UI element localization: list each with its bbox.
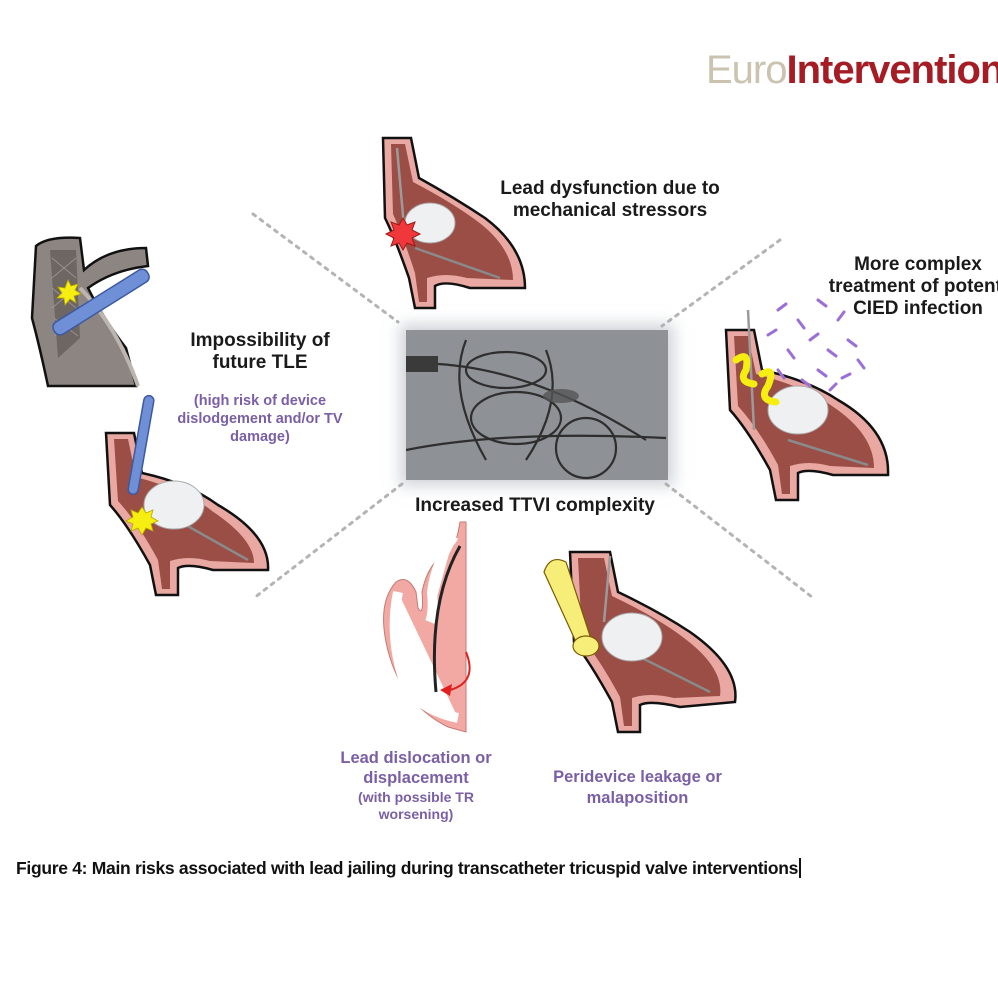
figure-caption: Figure 4: Main risks associated with lea… [16, 858, 801, 879]
label-line: Peridevice leakage or [553, 768, 722, 786]
spark-yellow-icon [125, 506, 159, 536]
bacteria-icon [766, 298, 866, 392]
logo-euro: Euro [706, 48, 787, 92]
connector-top-right [660, 238, 782, 328]
heart-illustration-right [724, 298, 890, 502]
connector-bottom-left [252, 482, 404, 600]
sublabel-line: (high risk of device [193, 393, 327, 409]
pacing-lead-icon [432, 545, 462, 693]
extraction-tool-icon [52, 268, 150, 336]
label-line: Impossibility of [190, 330, 330, 351]
risk-label-lead-dysfunction: Lead dysfunction due to mechanical stres… [485, 178, 735, 222]
valve-device-icon [601, 612, 663, 662]
risk-sublabel-tle: (high risk of device dislodgement and/or… [160, 392, 360, 446]
text-cursor [799, 858, 801, 878]
risk-label-cied-infection: More complex treatment of potenti CIED i… [818, 254, 998, 320]
sublabel-line: (with possible TR [358, 789, 474, 805]
risk-sublabel-lead-dislocation: (with possible TR worsening) [326, 789, 506, 823]
extraction-tool-icon [127, 394, 155, 496]
label-line: mechanical stressors [512, 200, 708, 221]
label-line: More complex [854, 254, 982, 275]
displacement-arrow-icon [449, 651, 471, 691]
sublabel-line: damage) [230, 429, 290, 445]
label-line: displacement [363, 769, 469, 787]
risk-label-tle: Impossibility of future TLE [165, 330, 355, 374]
label-line: treatment of potenti [828, 276, 998, 297]
risk-label-peridevice-leakage: Peridevice leakage or malaposition [540, 767, 735, 809]
sublabel-line: worsening) [378, 806, 454, 822]
extraction-illustration [30, 236, 150, 388]
center-label: Increased TTVI complexity [415, 495, 655, 516]
connector-bottom-right [664, 482, 814, 599]
eurointervention-logo: EuroIntervention [706, 48, 998, 93]
label-line: malaposition [586, 789, 689, 807]
risk-label-lead-dislocation: Lead dislocation or displacement [326, 748, 506, 788]
connector-top-left [251, 212, 400, 324]
label-line: CIED infection [853, 298, 983, 319]
heart-cross-section-illustration [383, 521, 471, 733]
fluoroscopy-image [406, 330, 668, 480]
logo-intervention: Intervention [786, 48, 998, 92]
heart-illustration-bottom [543, 550, 737, 734]
label-line: Lead dysfunction due to [500, 178, 720, 199]
caption-text: Figure 4: Main risks associated with lea… [16, 858, 799, 878]
sublabel-line: dislodgement and/or TV [177, 411, 343, 427]
label-line: Lead dislocation or [340, 749, 492, 767]
valve-device-icon [767, 385, 829, 435]
label-line: future TLE [212, 352, 308, 373]
heart-illustration-left [104, 394, 270, 597]
heart-illustration-top [381, 136, 527, 310]
valve-device-icon [143, 480, 205, 530]
spark-red-icon [384, 216, 422, 252]
spark-yellow-icon [56, 279, 82, 306]
vegetation-yellow-icon [732, 353, 780, 406]
